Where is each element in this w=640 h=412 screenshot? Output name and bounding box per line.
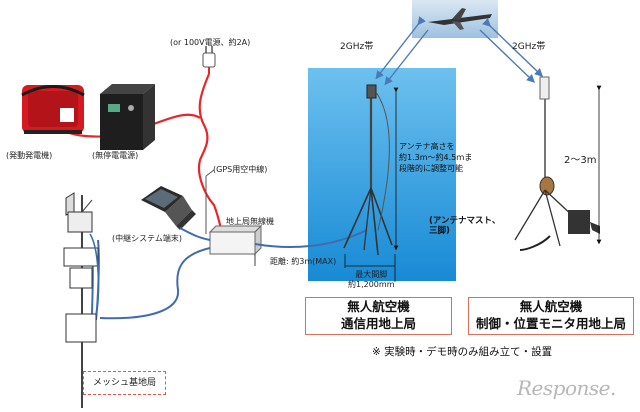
assembly-note: ※ 実験時・デモ時のみ組み立て・設置 [372, 346, 553, 358]
power-alt-label: (or 100V電源、約2A) [170, 38, 251, 47]
tripod-antenna-icon [514, 76, 600, 251]
laptop-icon [141, 186, 196, 230]
mesh-base-station-label: メッシュ基地局 [83, 371, 166, 395]
band-right-label: 2GHz帯 [512, 42, 546, 52]
right-height-label: 2〜3m [564, 155, 597, 166]
antenna-mast-label: (アンテナマスト、 三脚) [429, 216, 501, 236]
max-spacing-label: 最大間脚 約1,200mm [348, 270, 395, 289]
band-left-label: 2GHz帯 [340, 42, 374, 52]
distance-dimension [254, 254, 396, 282]
gps-label: (GPS用空中線) [213, 165, 268, 174]
antenna-mast-icon [343, 84, 393, 256]
mesh-pole-icon [63, 192, 100, 408]
ground-radio-label: 地上局無線機 [226, 217, 274, 226]
generator-label: (発動発電機) [6, 151, 53, 160]
response-watermark: Response. [517, 376, 616, 400]
distance-label: 距離: 約3m(MAX) [270, 257, 337, 266]
ups-icon [100, 84, 155, 150]
generator-icon [21, 85, 85, 134]
power-plug-icon [202, 46, 216, 74]
relay-terminal-label: (中継システム端末) [112, 234, 183, 243]
control-ground-station-title: 無人航空機 制御・位置モニタ用地上局 [468, 297, 634, 335]
antenna-height-note: アンテナ高さを 約1.3m〜約4.5ｍま 段階的に調整可能 [399, 142, 473, 173]
radio-link-arrows [375, 16, 544, 86]
ups-label: (無停電電源) [92, 151, 139, 160]
ground-radio-box-icon [208, 224, 263, 256]
comm-ground-station-title: 無人航空機 通信用地上局 [305, 297, 452, 335]
uav-icon [412, 0, 498, 38]
